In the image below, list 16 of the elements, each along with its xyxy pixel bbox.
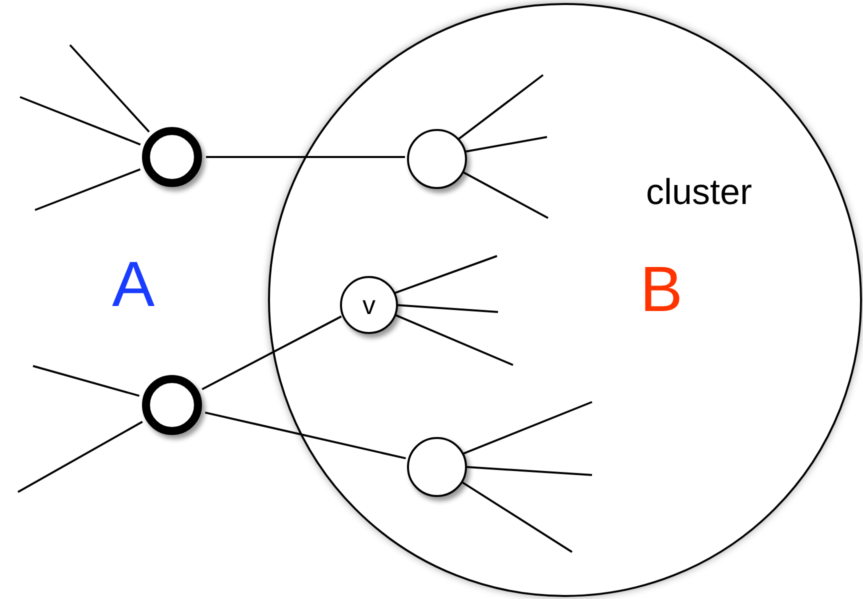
cluster-label: cluster [646,170,752,214]
connector-line [206,156,405,158]
stub-line [32,365,140,397]
stub-line [18,420,143,493]
stub-line [460,480,573,553]
region-label: B [640,257,683,321]
connector-line [202,316,342,390]
node-label: v [362,292,376,318]
stub-line [458,74,544,140]
stub-line [394,255,498,294]
stub-line [34,168,141,211]
stub-line [393,313,514,366]
connector-line [204,412,406,460]
stub-line [20,96,141,146]
stub-line [462,401,592,455]
region-label: A [112,252,155,316]
